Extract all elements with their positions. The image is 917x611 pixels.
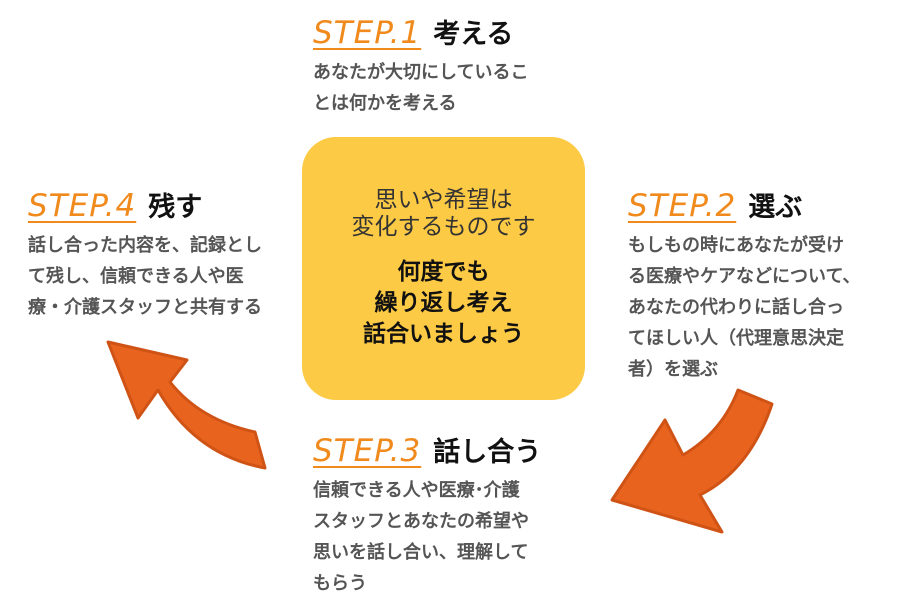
center-message-box: 思いや希望は 変化するものです 何度でも 繰り返し考え 話合いましょう bbox=[302, 137, 585, 400]
step-3-heading: STEP.3 話し合う bbox=[313, 430, 541, 469]
step-3-description: 信頼できる人や医療･介護 スタッフとあなたの希望や 思いを話し合い、理解して も… bbox=[313, 480, 529, 594]
step-1-label: STEP.1 bbox=[313, 15, 422, 51]
step-4-description: 話し合った内容を、記録とし て残し、信頼できる人や医 療・介護スタッフと共有する bbox=[28, 235, 262, 318]
step-4-heading: STEP.4 残す bbox=[28, 185, 262, 224]
step-2-heading: STEP.2 選ぶ bbox=[628, 185, 861, 224]
arrow-step2-to-step3-icon bbox=[610, 388, 774, 534]
arrow-step3-to-step4-icon bbox=[106, 340, 267, 470]
step-2: STEP.2 選ぶ もしもの時にあなたが受け る医療やケアなどについて、 あなた… bbox=[628, 185, 861, 385]
step-4-title: 残す bbox=[148, 192, 203, 223]
step-2-description: もしもの時にあなたが受け る医療やケアなどについて、 あなたの代わりに話し合っ … bbox=[628, 235, 861, 380]
step-3: STEP.3 話し合う 信頼できる人や医療･介護 スタッフとあなたの希望や 思い… bbox=[313, 430, 541, 599]
step-3-label: STEP.3 bbox=[313, 433, 422, 469]
step-4: STEP.4 残す 話し合った内容を、記録とし て残し、信頼できる人や医 療・介… bbox=[28, 185, 262, 323]
step-1-description: あなたが大切にしているこ とは何かを考える bbox=[313, 62, 529, 114]
center-main-text: 何度でも 繰り返し考え 話合いましょう bbox=[363, 259, 524, 347]
center-subtext: 思いや希望は 変化するものです bbox=[351, 187, 536, 240]
step-2-label: STEP.2 bbox=[628, 188, 737, 224]
step-1-title: 考える bbox=[433, 19, 514, 50]
step-1: STEP.1 考える あなたが大切にしているこ とは何かを考える bbox=[313, 12, 528, 119]
step-3-title: 話し合う bbox=[433, 437, 542, 468]
step-1-heading: STEP.1 考える bbox=[313, 12, 528, 51]
step-4-label: STEP.4 bbox=[28, 188, 137, 224]
step-2-title: 選ぶ bbox=[748, 192, 803, 223]
